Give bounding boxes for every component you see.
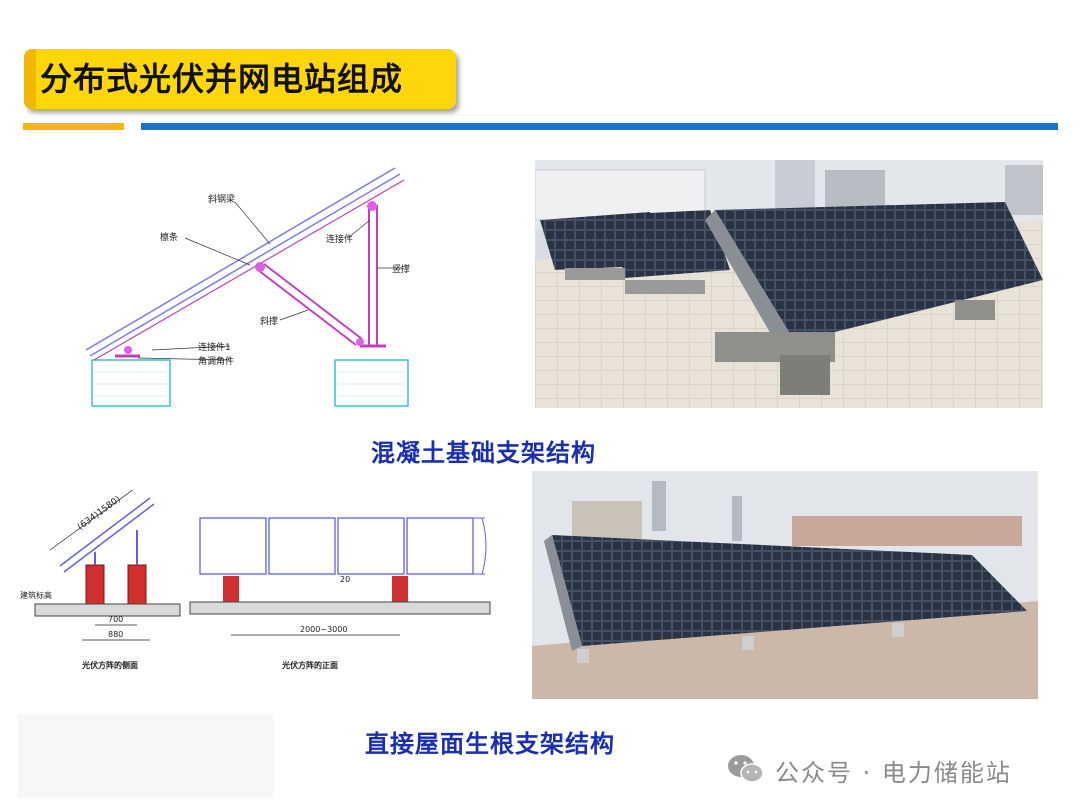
label-connector: 连接件 bbox=[326, 233, 353, 245]
label-purlin: 檩条 bbox=[160, 231, 178, 243]
label-front-view: 光伏方阵的正面 bbox=[281, 660, 338, 670]
header-rule-blue bbox=[141, 123, 1058, 130]
concrete-base-photo bbox=[535, 160, 1043, 408]
label-dim-20: 20 bbox=[340, 575, 350, 584]
roof-anchored-photo bbox=[532, 471, 1038, 699]
label-panel-dim: (634)1580) bbox=[76, 495, 123, 533]
blank-panel bbox=[18, 714, 274, 798]
caption-roof: 直接屋面生根支架结构 bbox=[365, 730, 615, 758]
label-column: 竖撑 bbox=[392, 263, 410, 275]
label-angle: 角调角件 bbox=[198, 355, 234, 367]
wechat-icon bbox=[728, 755, 764, 783]
label-beam: 斜钢梁 bbox=[208, 193, 235, 205]
concrete-bracket-drawing: 斜钢梁 檩条 连接件 竖撑 斜撑 连接件1 角调角件 bbox=[85, 167, 410, 407]
header-rule-yellow bbox=[23, 123, 124, 130]
page-title: 分布式光伏并网电站组成 bbox=[40, 60, 404, 98]
label-side-view: 光伏方阵的侧面 bbox=[81, 660, 138, 670]
roof-bracket-drawing: (634)1580) 建筑标高 700 880 光伏方阵的侧面 2000~300… bbox=[20, 490, 491, 670]
caption-concrete: 混凝土基础支架结构 bbox=[371, 439, 596, 467]
watermark-text: 公众号 · 电力储能站 bbox=[775, 759, 1012, 787]
label-dim-880: 880 bbox=[108, 630, 123, 639]
label-dim-700: 700 bbox=[108, 615, 123, 624]
right-foundation bbox=[334, 359, 409, 407]
label-connector1: 连接件1 bbox=[198, 341, 231, 353]
label-roof-level: 建筑标高 bbox=[20, 590, 52, 600]
label-brace: 斜撑 bbox=[260, 315, 278, 327]
label-dim-span: 2000~3000 bbox=[300, 625, 347, 634]
title-banner bbox=[24, 49, 456, 109]
left-foundation bbox=[91, 359, 171, 407]
